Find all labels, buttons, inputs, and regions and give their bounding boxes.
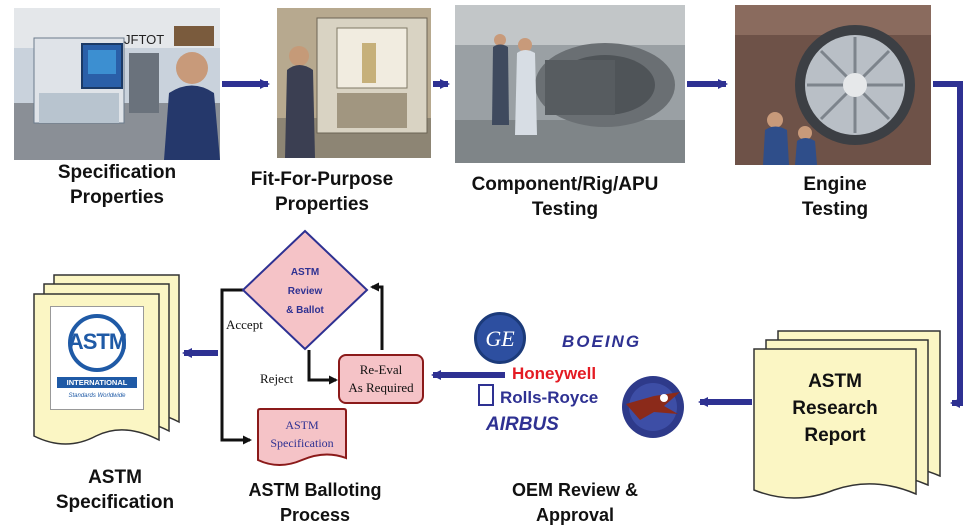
caption-line: Process [279,505,351,525]
balloting-caption: ASTM Balloting Process [215,478,415,528]
rolls-royce-logo: Rolls-Royce [500,388,599,407]
rolls-royce-badge-icon [478,384,494,406]
report-line: Report [804,425,866,446]
eagle-emblem-icon [622,376,684,438]
astm-spec-document-shape [257,408,347,466]
diamond-line: & Ballot [286,305,324,316]
re-eval-line: Re-Eval [359,362,403,377]
caption-line: Approval [535,505,614,525]
report-line: Research [792,398,878,419]
diamond-line: Review [287,286,323,297]
spec-box-line: Specification [270,436,334,450]
research-report-document-stack [753,330,941,499]
accept-connector [220,288,252,445]
component-rig-photo [455,5,685,163]
astm-spec-box-label: ASTM Specification [255,416,349,452]
ge-text: GE [485,326,515,351]
boeing-logo: BOEING [562,332,642,351]
fit-for-purpose-caption: Fit-For-Purpose Properties [220,167,424,217]
caption-line: Properties [275,194,369,215]
report-line: ASTM [808,371,862,392]
caption-line: ASTM Balloting [248,480,382,500]
caption-line: Testing [531,199,599,220]
honeywell-logo: Honeywell [512,364,597,383]
caption-line: Specification [57,162,177,183]
reject-connector [307,350,338,385]
accept-label: Accept [226,317,263,332]
reeval-return-connector [370,282,384,350]
caption-line: ASTM [88,467,142,488]
re-eval-box: Re-Eval As Required [338,354,424,404]
ge-logo: GE [474,312,526,364]
specification-properties-caption: Specification Properties [14,160,220,210]
oem-logos: GE BOEING Honeywell Rolls-Royce AIRBUS [470,312,690,447]
spec-box-line: ASTM [285,418,319,432]
diamond-line: ASTM [290,267,320,278]
astm-international-logo: ASTM INTERNATIONAL Standards Worldwide [50,306,144,410]
arrow-engine-to-report [933,81,963,408]
fit-for-purpose-photo [277,8,431,158]
engine-testing-caption: Engine Testing [760,172,910,222]
caption-line: Fit-For-Purpose [250,169,394,190]
caption-line: Specification [55,492,175,513]
reject-label: Reject [260,371,294,386]
engine-photo [735,5,931,165]
research-report-label: ASTM Research Report [754,368,916,449]
astm-logo-tagline: Standards Worldwide [68,393,126,399]
caption-line: Engine [803,174,867,195]
caption-line: OEM Review & [511,480,639,500]
astm-logo-text: ASTM [67,329,127,354]
astm-logo-band: INTERNATIONAL [57,377,137,388]
re-eval-line: As Required [348,380,414,395]
review-ballot-diamond [241,229,369,351]
diamond-label: ASTM Review & Ballot [270,263,340,320]
caption-line: Component/Rig/APU [471,174,659,195]
oem-caption: OEM Review & Approval [480,478,670,528]
jftot-label: JFTOT [124,32,165,47]
caption-line: Properties [70,187,164,208]
caption-line: Testing [801,199,869,220]
jftot-photo: JFTOT [14,8,220,160]
component-rig-caption: Component/Rig/APU Testing [440,172,690,222]
airbus-logo: AIRBUS [486,414,559,435]
astm-specification-caption: ASTM Specification [40,465,190,515]
